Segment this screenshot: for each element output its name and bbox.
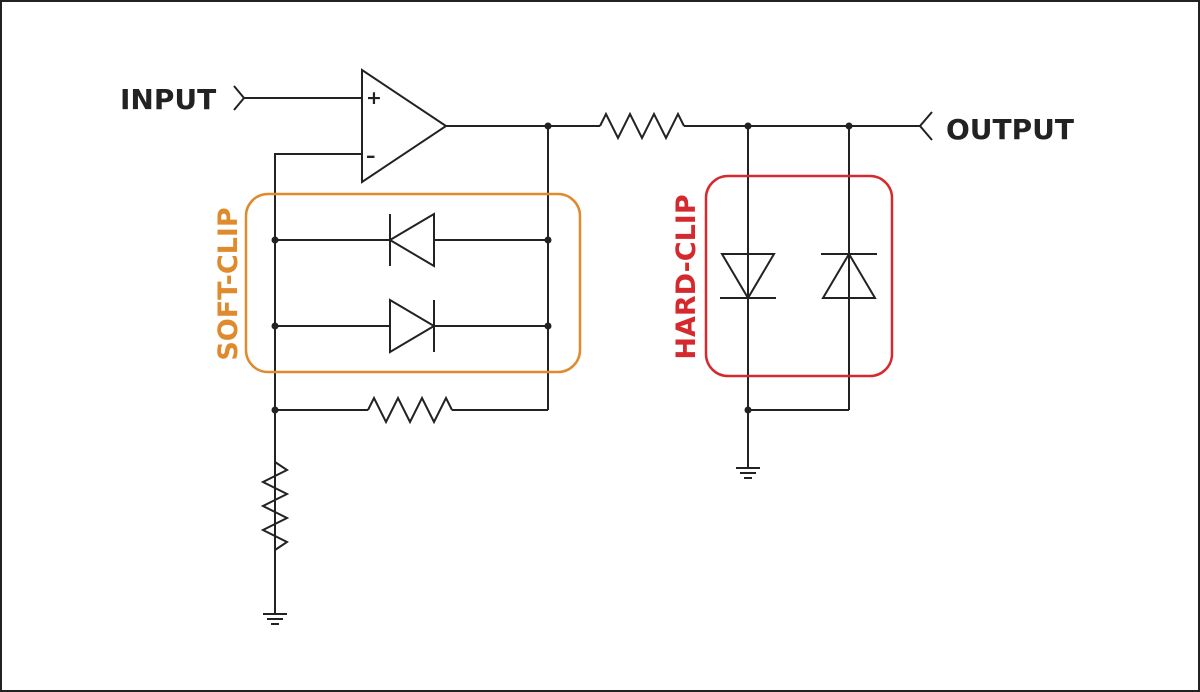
junction-nodes (271, 122, 853, 414)
soft-diode-top-icon (388, 212, 435, 268)
hard-clip-label: HARD-CLIP (671, 194, 702, 359)
soft-clip-diodes (275, 212, 548, 354)
hard-diode-left-icon (720, 253, 776, 300)
junction-node (271, 236, 279, 244)
resistor-zigzag-icon (367, 395, 453, 425)
input-label: INPUT (120, 83, 216, 116)
output-label: OUTPUT (946, 113, 1074, 146)
resistor-zigzag-icon (599, 111, 685, 141)
input-port: INPUT (120, 83, 362, 116)
resistor-zigzag-icon (260, 461, 290, 551)
junction-node (271, 322, 279, 330)
junction-node (744, 406, 752, 414)
hard-diode-right-icon (821, 252, 877, 299)
output-terminal-icon (918, 111, 933, 141)
junction-node (544, 322, 552, 330)
ground-left (263, 613, 287, 625)
junction-node (544, 122, 552, 130)
hard-clip-box (704, 174, 894, 378)
soft-clip-label: SOFT-CLIP (213, 207, 244, 360)
output-port: OUTPUT (918, 111, 1074, 146)
soft-clip-box (244, 192, 582, 374)
input-terminal-icon (233, 85, 246, 111)
ground-right (736, 467, 760, 479)
junction-node (744, 122, 752, 130)
opamp-plus-label: + (366, 87, 382, 109)
series-output-resistor (599, 111, 685, 141)
inverting-input-wire (274, 153, 362, 614)
junction-node (544, 236, 552, 244)
opamp: + – (361, 68, 448, 184)
feedback-resistor (275, 395, 548, 425)
hard-clip-diodes (720, 126, 877, 468)
opamp-minus-label: – (366, 145, 376, 167)
soft-diode-bottom-icon (389, 298, 436, 354)
junction-node (845, 122, 853, 130)
opamp-triangle-icon (361, 68, 448, 184)
gain-resistor (260, 461, 290, 551)
junction-node (271, 406, 279, 414)
